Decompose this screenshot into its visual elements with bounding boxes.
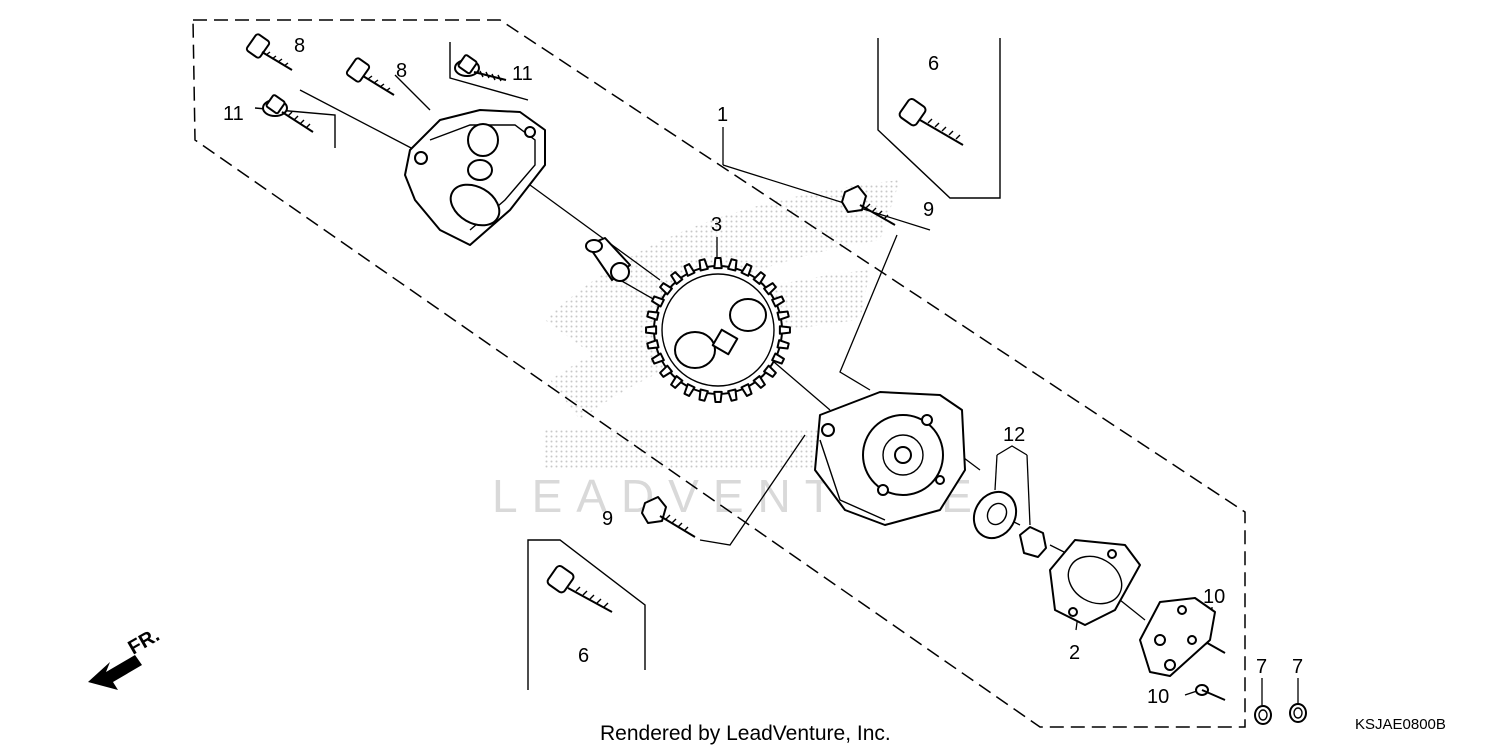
gear-tooth: [763, 282, 777, 296]
gear-tooth: [727, 258, 738, 272]
label-part-8b: 8: [396, 60, 407, 82]
washer-7-right: [1289, 703, 1307, 723]
label-part-10a: 10: [1203, 586, 1225, 608]
label-part-11b: 11: [223, 103, 244, 125]
gear-tooth: [646, 310, 660, 321]
gasket: [1049, 539, 1141, 626]
bolt-8-upper-middle: [345, 57, 395, 96]
label-part-7a: 7: [1256, 656, 1267, 678]
gear-tooth: [670, 271, 684, 285]
gear-tooth: [646, 339, 660, 350]
label-part-9b: 9: [602, 508, 613, 530]
diagram-code: KSJAE0800B: [1355, 716, 1446, 733]
gear-tooth: [776, 339, 790, 350]
front-direction-label: FR.: [125, 624, 164, 659]
oil-pump-body: [814, 391, 966, 526]
gear-tooth: [651, 352, 665, 365]
label-part-3: 3: [711, 214, 722, 236]
label-part-10b: 10: [1147, 686, 1169, 708]
oil-pump-driven-gear: [645, 257, 791, 403]
label-part-1: 1: [717, 104, 728, 126]
pump-shaft: [585, 237, 631, 282]
gear-tooth: [713, 257, 723, 270]
bolt-9-lower: [641, 496, 696, 538]
gear-tooth: [670, 375, 684, 389]
gear-tooth: [752, 375, 766, 389]
washer-7-left: [1254, 705, 1272, 725]
assembly-outline: [192, 19, 1246, 728]
gear-tooth: [771, 295, 785, 308]
gear-tooth: [713, 390, 723, 403]
leader-lines: [699, 127, 1299, 705]
pump-plate: [1139, 597, 1216, 677]
gear-tooth: [683, 263, 696, 277]
gear-tooth: [659, 282, 673, 296]
bolt-6-lower-left: [546, 565, 613, 613]
label-part-6a: 6: [928, 53, 939, 75]
part-number-labels: 8 8 11 11 1 6 9 3 12 9 10 2 6 7 7 10: [223, 35, 1303, 708]
bolt-6-upper-right: [898, 98, 964, 146]
gear-tooth: [740, 383, 753, 397]
front-direction-arrow: FR.: [88, 624, 163, 690]
render-credit: Rendered by LeadVenture, Inc.: [600, 722, 891, 745]
gear-tooth: [698, 388, 709, 402]
label-part-12: 12: [1003, 424, 1025, 446]
gear-tooth: [752, 271, 766, 285]
gear-tooth: [651, 295, 665, 308]
gear-tooth: [763, 364, 777, 378]
label-part-7b: 7: [1292, 656, 1303, 678]
gear-tooth: [776, 310, 790, 321]
gear-tooth: [683, 383, 696, 397]
bolt-11-left: [262, 94, 314, 133]
label-part-9a: 9: [923, 199, 934, 221]
gear-tooth: [727, 388, 738, 402]
gear-tooth: [778, 325, 791, 335]
bolt-9-upper: [841, 185, 896, 226]
rotor-outer: [972, 490, 1018, 540]
gear-tooth: [771, 352, 785, 365]
bolt-11-upper: [454, 54, 507, 82]
bolt-10-lower: [1195, 684, 1226, 701]
bolt-8-upper-left: [245, 33, 293, 71]
label-part-2: 2: [1069, 642, 1080, 664]
gear-tooth: [740, 263, 753, 277]
gear-tooth: [698, 258, 709, 272]
rotor-inner: [1019, 526, 1047, 558]
bracket-lines: [254, 38, 1001, 690]
label-part-11a: 11: [512, 63, 533, 85]
gear-tooth: [659, 364, 673, 378]
gear-tooth: [645, 325, 658, 335]
label-part-6b: 6: [578, 645, 589, 667]
pump-cover: [404, 109, 546, 246]
label-part-8a: 8: [294, 35, 305, 57]
